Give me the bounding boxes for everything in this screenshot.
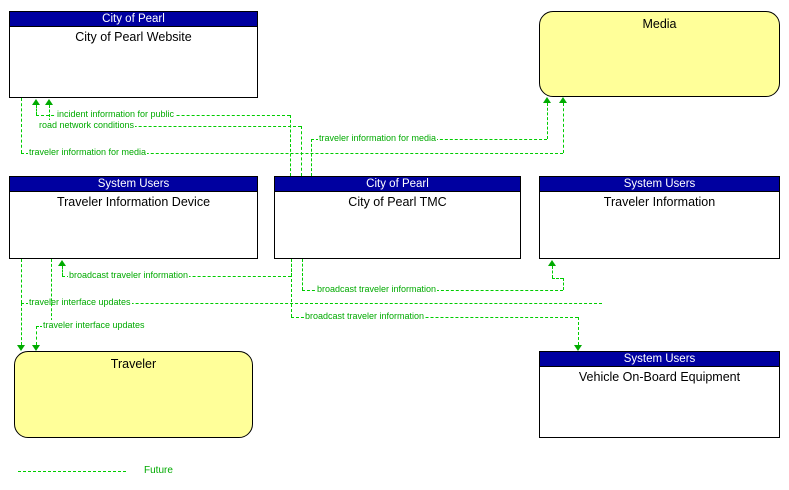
flow-label: incident information for public [56,109,176,119]
arrow-head-down [17,345,25,351]
node-stakeholder-label: City of Pearl [275,177,520,192]
flow-label: traveler interface updates [42,320,146,330]
arrow-head-up [32,99,40,105]
flow-segment-vertical [563,278,564,290]
flow-segment-horizontal [552,278,563,279]
flow-label: traveler information for media [318,133,438,143]
node-city-of-pearl-website[interactable]: City of Pearl City of Pearl Website [9,11,258,98]
node-title-label: Vehicle On-Board Equipment [578,370,741,384]
arrow-head-up [543,97,551,103]
flow-segment-vertical [21,303,22,345]
arrow-head-up [58,260,66,266]
flow-segment-vertical [290,115,291,176]
node-traveler-information[interactable]: System Users Traveler Information [539,176,780,259]
arrow-head-up [45,99,53,105]
flow-segment-vertical [301,126,302,176]
flow-segment-vertical [311,139,312,176]
flow-segment-vertical [578,317,579,345]
node-stakeholder-label: System Users [540,177,779,192]
flow-segment-vertical [36,105,37,115]
node-stakeholder-label: System Users [10,177,257,192]
flow-segment-horizontal [291,317,578,318]
flow-segment-vertical [552,266,553,278]
legend-future-line-icon [18,471,126,472]
flow-segment-vertical [49,105,50,126]
flow-segment-vertical [62,266,63,276]
node-title-label: City of Pearl Website [75,30,192,44]
node-city-of-pearl-tmc[interactable]: City of Pearl City of Pearl TMC [274,176,521,259]
flow-label: traveler information for media [28,147,148,157]
node-stakeholder-label: City of Pearl [10,12,257,27]
flow-segment-vertical [291,259,292,317]
arrow-head-up [559,97,567,103]
node-stakeholder-label: System Users [540,352,779,367]
node-title-label: Traveler [110,357,157,371]
flow-label: road network conditions [38,120,136,130]
node-title-label: Traveler Information Device [56,195,211,209]
node-traveler-information-device[interactable]: System Users Traveler Information Device [9,176,258,259]
arrow-head-down [32,345,40,351]
arrow-head-down [574,345,582,351]
node-title-label: Traveler Information [603,195,716,209]
node-title-label: Media [642,17,677,31]
flow-segment-horizontal [49,126,301,127]
flow-segment-vertical [547,103,548,139]
flow-segment-vertical [21,98,22,153]
flow-label: broadcast traveler information [316,284,438,294]
flow-segment-vertical [21,259,22,303]
legend-future-label: Future [144,465,173,476]
flow-segment-vertical [302,259,303,290]
node-traveler[interactable]: Traveler [14,351,253,438]
arrow-head-up [548,260,556,266]
flow-label: broadcast traveler information [68,270,190,280]
flow-segment-horizontal [21,153,563,154]
node-vehicle-on-board-equipment[interactable]: System Users Vehicle On-Board Equipment [539,351,780,438]
legend: Future [18,463,238,483]
flow-label: traveler interface updates [28,297,132,307]
flow-segment-vertical [36,326,37,345]
flow-label: broadcast traveler information [304,311,426,321]
flow-segment-horizontal [21,303,602,304]
flow-segment-vertical [563,103,564,153]
node-title-label: City of Pearl TMC [348,195,447,209]
flow-segment-vertical [51,259,52,326]
node-media[interactable]: Media [539,11,780,97]
